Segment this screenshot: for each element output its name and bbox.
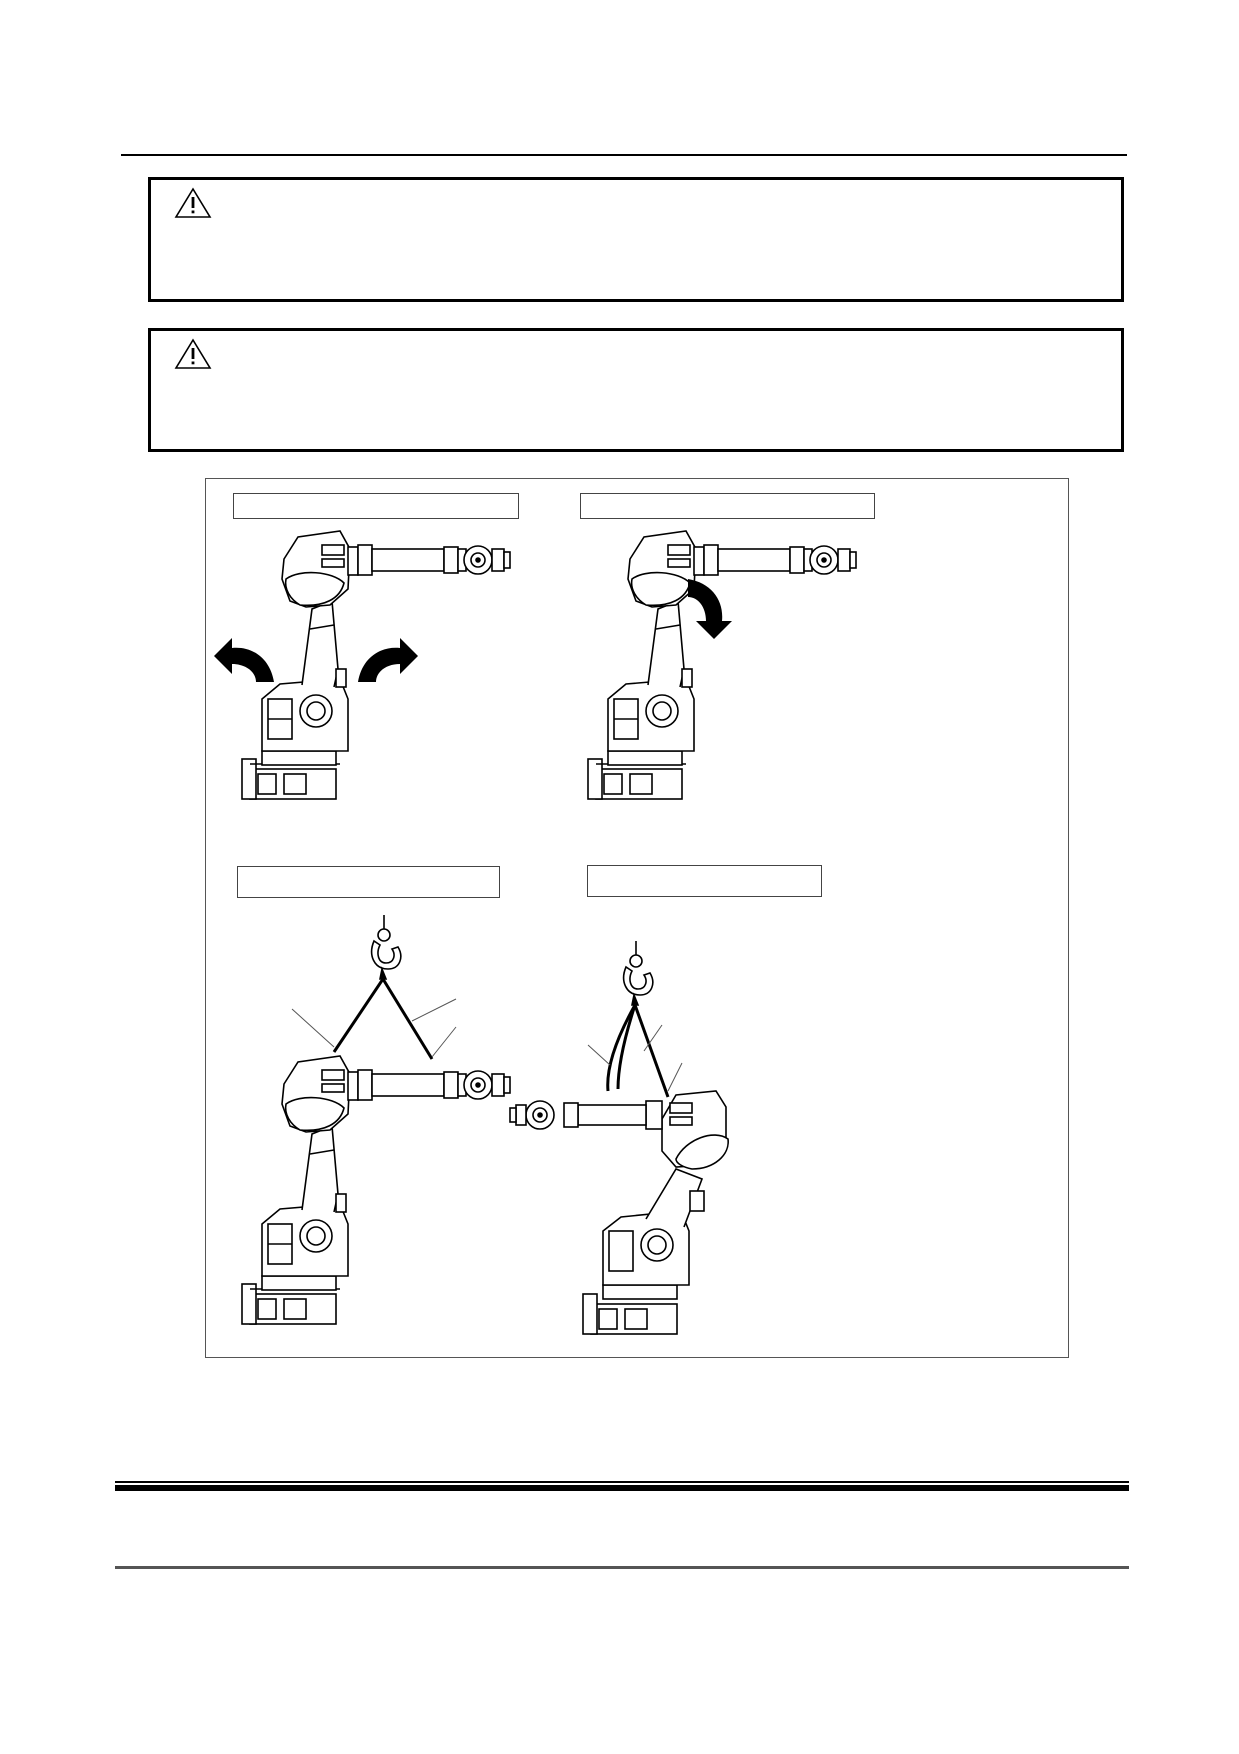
- robot-illustration-3: [241, 1055, 511, 1325]
- crane-hook-icon: [370, 915, 402, 980]
- rotate-arrow-left-icon: [214, 638, 274, 682]
- header-rule: [121, 154, 1127, 156]
- caution-box-1: [148, 177, 1124, 302]
- rotate-arrow-down-icon: [688, 579, 732, 639]
- warning-triangle-icon: [174, 338, 212, 369]
- pointer-lines: [587, 1024, 683, 1092]
- sling-wires: [606, 1004, 670, 1098]
- footer-rule-thin: [115, 1481, 1129, 1483]
- pointer-lines: [291, 998, 457, 1058]
- sling-wires: [332, 978, 434, 1060]
- panel-label-1: [233, 493, 519, 519]
- crane-hook-icon: [622, 941, 654, 1006]
- caution-box-2: [148, 328, 1124, 452]
- rotate-arrow-right-icon: [358, 638, 418, 682]
- warning-triangle-icon: [174, 187, 212, 218]
- footer-rule-thick: [115, 1485, 1129, 1491]
- robot-transport-illustration: [214, 530, 857, 1335]
- panel-label-3: [237, 866, 500, 898]
- robot-illustration-2: [587, 530, 857, 800]
- figure-frame: [205, 478, 1069, 1358]
- footer-rule-bottom: [115, 1566, 1129, 1569]
- robot-illustration-4: [509, 1090, 729, 1335]
- panel-label-4: [587, 865, 822, 897]
- panel-label-2: [580, 493, 875, 519]
